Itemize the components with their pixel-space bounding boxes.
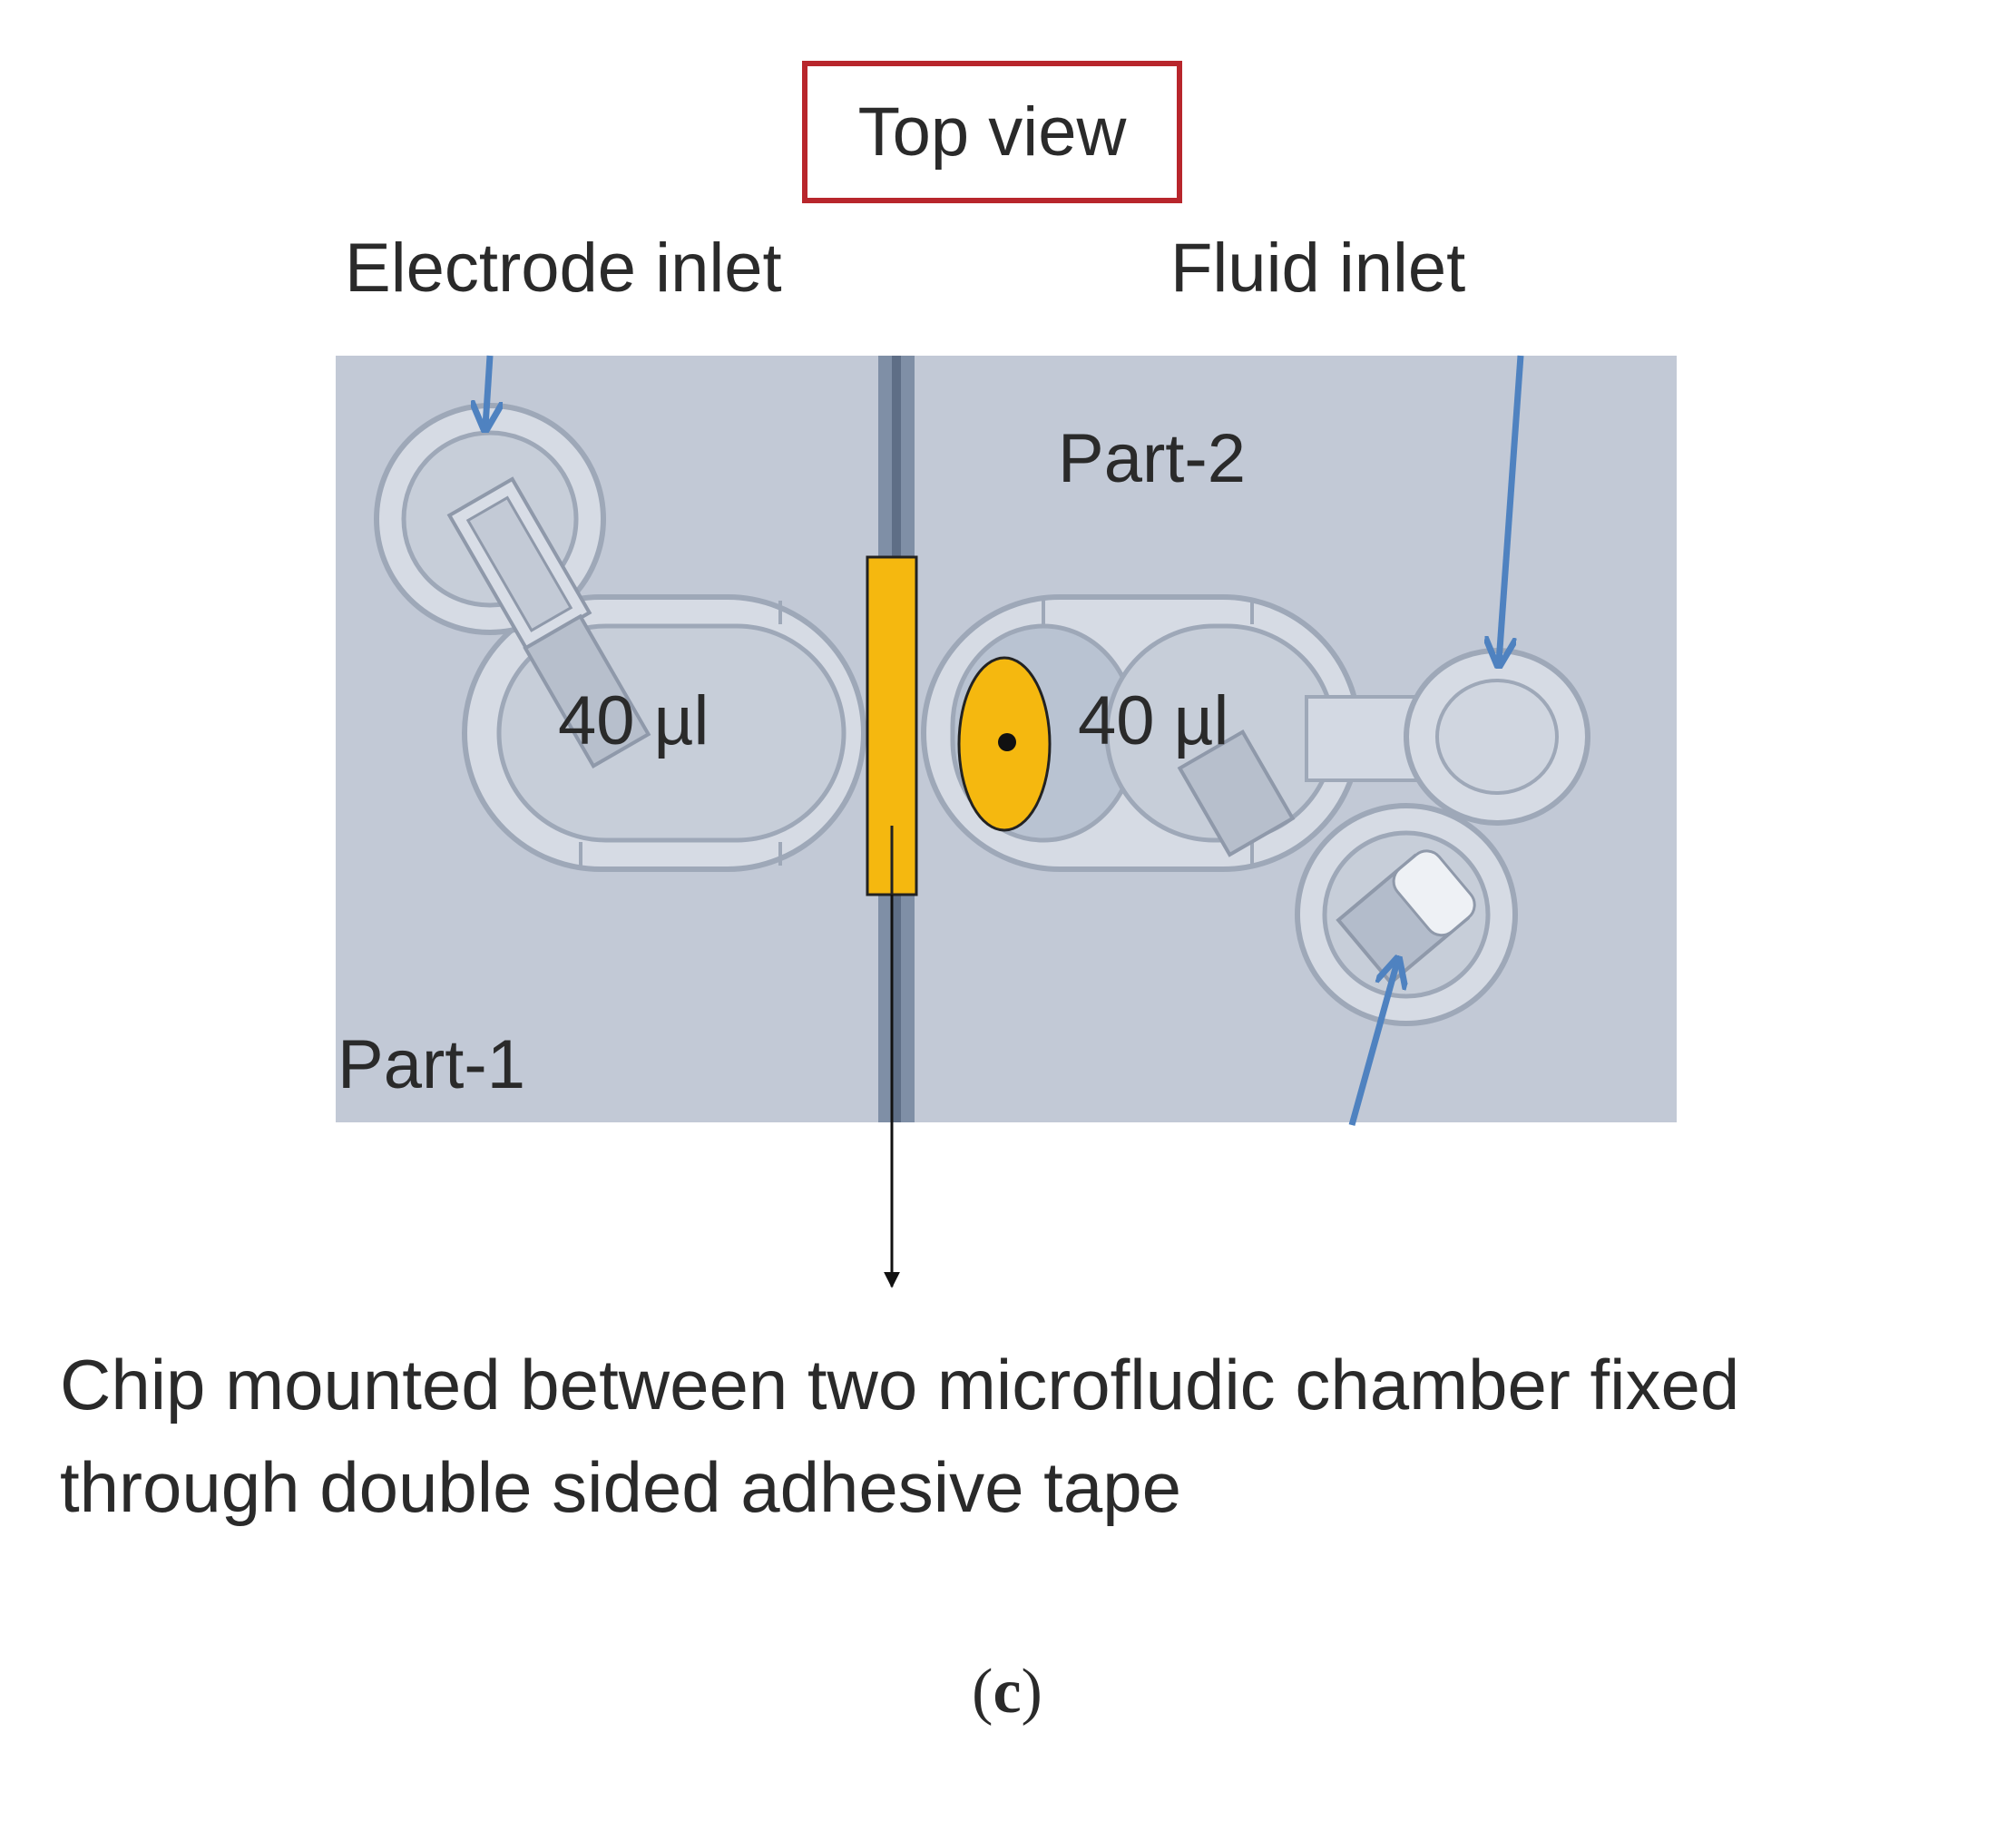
figure-caption: Chip mounted between two microfludic cha…: [60, 1345, 1740, 1528]
title-box: Top view: [802, 61, 1182, 203]
part-1-label: Part-1: [338, 1026, 525, 1103]
outlet-arrow: [1348, 962, 1397, 1126]
outlet-port: [1295, 803, 1518, 1026]
left-chamber-volume: 40 µl: [558, 682, 710, 759]
electrode-inlet-arrow: [485, 355, 490, 426]
fluid-inlet-label: Fluid inlet: [1170, 230, 1466, 307]
right-chamber-volume: 40 µl: [1078, 682, 1229, 759]
electrode-inlet-label: Electrode inlet: [345, 230, 782, 307]
panel-label: (c): [972, 1657, 1042, 1727]
title-text: Top view: [857, 93, 1127, 171]
part-2-label: Part-2: [1058, 420, 1246, 497]
fluid-inlet-arrow: [1499, 355, 1524, 662]
electrode-inlet-port: [374, 403, 651, 769]
fluid-inlet-port: [1404, 648, 1590, 826]
electrode-disc: [957, 656, 1052, 832]
